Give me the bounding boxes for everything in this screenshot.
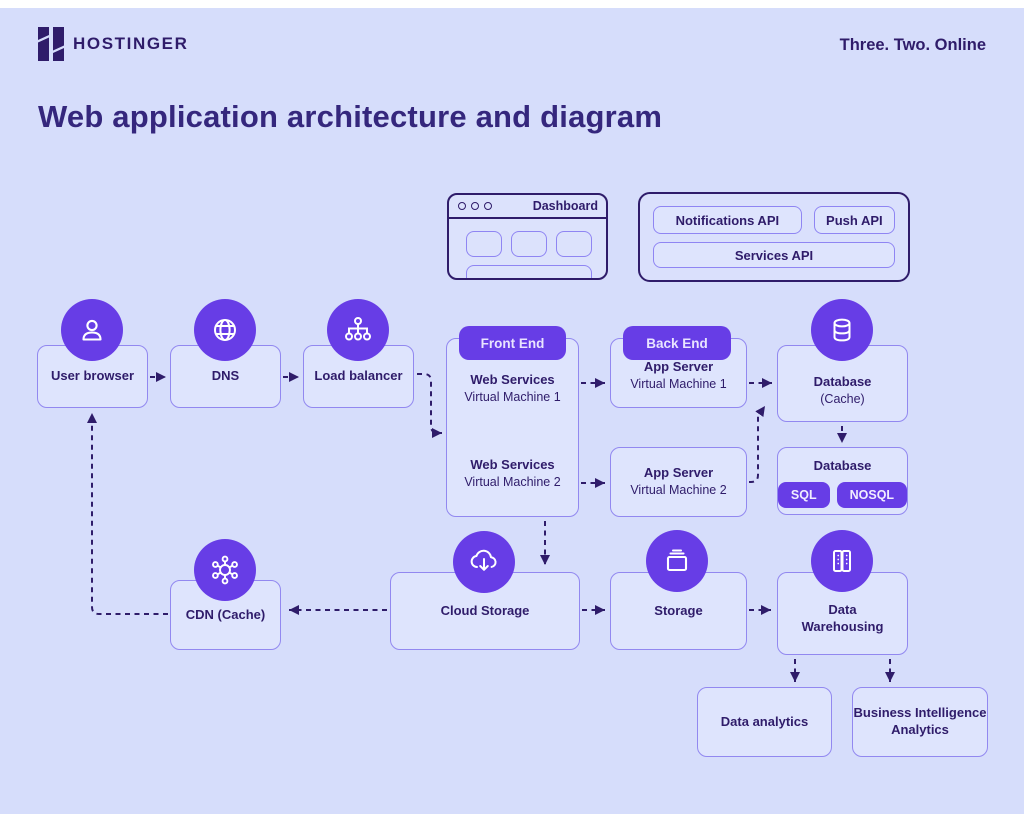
dashboard-titlebar: Dashboard — [449, 195, 606, 219]
node-label: Database — [813, 373, 872, 389]
logo-wordmark: HOSTINGER — [73, 34, 189, 53]
node-sublabel: Virtual Machine 2 — [464, 474, 561, 489]
services-api-box: Services API — [653, 242, 895, 268]
window-dot-icon — [484, 202, 492, 210]
node-sublabel: Virtual Machine 1 — [464, 389, 561, 404]
node-database-types: Database SQL NOSQL — [777, 447, 908, 515]
sitemap-icon — [345, 317, 371, 341]
node-label: Warehousing — [801, 618, 884, 634]
push-api-box: Push API — [813, 206, 895, 234]
node-sublabel: (Cache) — [820, 391, 865, 406]
edge-cdn-userbrowser — [87, 413, 168, 615]
dashboard-widget — [466, 231, 502, 257]
sql-badge: SQL — [777, 481, 830, 508]
api-panel: Notifications API Push API Services API — [638, 192, 910, 282]
node-label: User browser — [50, 368, 135, 384]
edge-appserver2-dbcache — [749, 405, 766, 483]
node-label: Storage — [654, 602, 703, 618]
dashboard-content — [449, 219, 606, 278]
user-icon — [82, 319, 102, 341]
archive-box-icon — [666, 549, 688, 572]
tagline: Three. Two. Online — [839, 36, 986, 54]
node-app-server-2: App Server Virtual Machine 2 — [610, 447, 747, 517]
window-dot-icon — [458, 202, 466, 210]
node-label: Database — [813, 458, 872, 474]
cdn-network-icon — [212, 555, 238, 585]
web-services-vm1: Web Services Virtual Machine 1 — [447, 372, 578, 405]
node-label: CDN (Cache) — [185, 606, 266, 622]
database-icon — [833, 318, 851, 342]
node-label: Web Services — [470, 372, 555, 387]
hostinger-h-icon — [38, 27, 64, 61]
page-title: Web application architecture and diagram — [38, 99, 663, 134]
node-dns: DNS — [170, 345, 281, 408]
cloud-download-icon — [470, 549, 497, 571]
load-balancer-circle — [327, 299, 389, 361]
node-label: App Server — [643, 465, 714, 481]
dashboard-widget-wide — [466, 265, 592, 278]
database-badges: SQL NOSQL — [777, 481, 908, 508]
edge-loadbalancer-webservices — [417, 373, 442, 438]
storage-circle — [646, 530, 708, 592]
top-white-strip — [0, 0, 1024, 8]
node-label: App Server — [643, 359, 714, 375]
dashboard-widget — [511, 231, 547, 257]
bottom-white-strip — [0, 814, 1024, 819]
globe-icon — [214, 319, 236, 341]
node-web-services: Web Services Virtual Machine 1 Web Servi… — [446, 338, 579, 517]
node-data-analytics: Data analytics — [697, 687, 832, 757]
node-storage: Storage — [610, 572, 747, 650]
dashboard-window-title: Dashboard — [532, 199, 598, 213]
front-end-badge: Front End — [459, 326, 566, 360]
back-end-badge: Back End — [623, 326, 731, 360]
nosql-badge: NOSQL — [836, 481, 908, 508]
hostinger-logo: HOSTINGER — [38, 27, 188, 61]
notifications-api-box: Notifications API — [653, 206, 802, 234]
window-dot-icon — [471, 202, 479, 210]
node-label: Web Services — [470, 457, 555, 472]
cloud-storage-circle — [453, 531, 515, 593]
node-sublabel: Virtual Machine 1 — [630, 377, 727, 392]
dashboard-widget — [556, 231, 592, 257]
node-label: Cloud Storage — [440, 602, 530, 618]
node-label: Load balancer — [314, 368, 403, 384]
node-label: Business Intelligence — [853, 705, 987, 721]
dashboard-window: Dashboard — [447, 193, 608, 280]
node-label: Data analytics — [720, 713, 809, 729]
node-bi-analytics: Business Intelligence Analytics — [852, 687, 988, 757]
dns-circle — [194, 299, 256, 361]
data-warehousing-circle — [811, 530, 873, 592]
node-label: Analytics — [891, 722, 949, 737]
cdn-circle — [194, 539, 256, 601]
node-label: DNS — [211, 368, 240, 384]
node-label: Data — [828, 601, 857, 617]
user-browser-circle — [61, 299, 123, 361]
database-circle — [811, 299, 873, 361]
web-services-vm2: Web Services Virtual Machine 2 — [447, 457, 578, 490]
node-sublabel: Virtual Machine 2 — [630, 483, 727, 498]
warehouse-icon — [833, 550, 851, 572]
